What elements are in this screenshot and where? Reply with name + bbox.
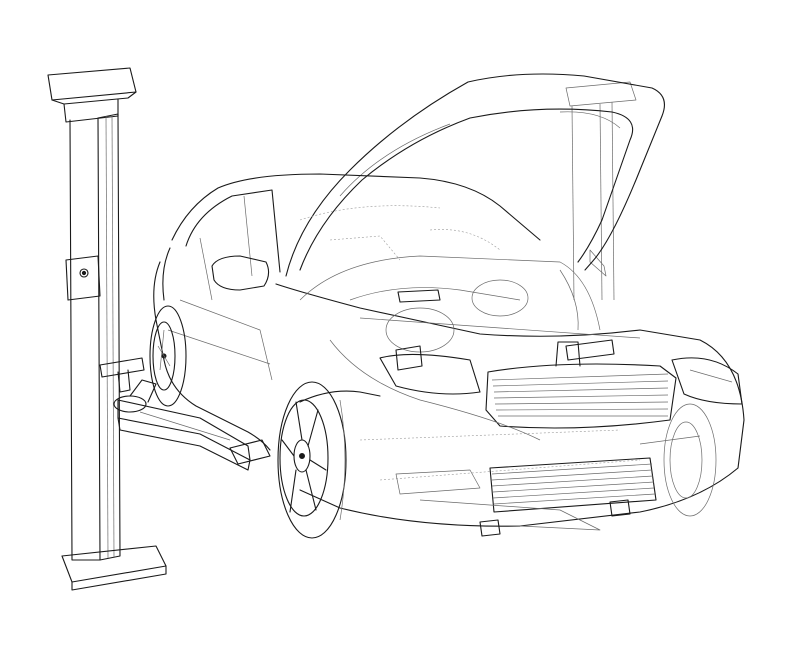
radiator-fins [491,463,656,505]
rear-left-wheel [149,305,187,407]
right-lift-post [565,81,637,301]
left-lift-arm [113,379,271,471]
car-body [153,173,745,527]
right-lift-arm [419,499,631,537]
front-left-wheel [277,381,347,539]
front-right-wheel [663,403,717,517]
open-hood [285,73,665,277]
left-lift-post [47,67,167,591]
grille-slats [491,373,669,417]
